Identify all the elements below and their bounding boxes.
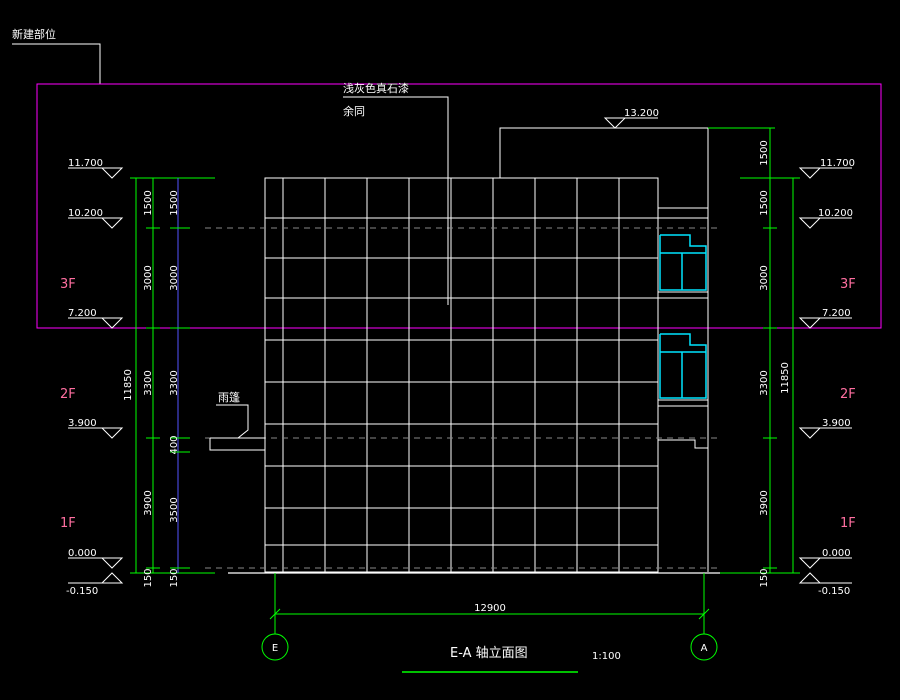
right-dimension-lines [708,127,800,574]
canopy-leader [216,404,249,439]
material-note-leader [343,96,449,305]
right-dim-3300: 3300 [759,370,770,395]
left-dim-1500: 1500 [143,190,154,215]
facade-grid [264,177,659,573]
drawing-scale: 1:100 [592,651,621,662]
left-dim-3000: 3000 [143,265,154,290]
floor-label-1f-left: 1F [60,516,76,531]
left-dim-150: 150 [143,568,154,587]
side-bay [658,207,709,449]
left-inner-dimension-ticks [170,227,190,569]
new-area-leader [12,43,101,84]
right-level-10200: 10.200 [818,208,853,219]
level-marker-top: 13.200 [603,108,659,129]
left-level-3900: 3.900 [68,418,97,429]
svg-text:E: E [272,643,278,654]
floor-label-2f-left: 2F [60,387,76,402]
bottom-dimension-line [269,573,710,634]
right-dim-1500: 1500 [759,190,770,215]
bottom-dim-width: 12900 [474,603,506,614]
left-level-markers [68,167,124,584]
right-level-7200: 7.200 [822,308,851,319]
material-note-line1: 浅灰色真石漆 [343,81,409,95]
canopy-label: 雨篷 [218,390,240,404]
right-dim-150: 150 [759,568,770,587]
svg-text:13.200: 13.200 [624,108,659,119]
left-inner-dim-3000: 3000 [169,265,180,290]
drawing-title: E-A 轴立面图 [450,646,528,661]
floor-dashed-lines [205,227,720,569]
floor-label-3f-right: 3F [840,277,856,292]
floor-label-1f-right: 1F [840,516,856,531]
left-inner-dim-3500: 3500 [169,497,180,522]
left-inner-dim-1500: 1500 [169,190,180,215]
new-area-box [36,83,882,329]
axis-bubble-left: E [261,633,289,661]
window-upper [659,234,707,291]
floor-label-2f-right: 2F [840,387,856,402]
right-level-ground: -0.150 [818,586,850,597]
left-dimension-lines [130,177,215,574]
axis-bubble-right: A [690,633,718,661]
left-inner-dim-400: 400 [169,435,180,454]
new-area-label: 新建部位 [12,27,56,41]
right-level-roof: 11.700 [820,158,855,169]
right-dim-total: 11850 [780,362,791,394]
left-dim-3300: 3300 [143,370,154,395]
right-level-3900: 3.900 [822,418,851,429]
left-inner-dim-3300: 3300 [169,370,180,395]
left-dim-total: 11850 [123,369,134,401]
left-level-7200: 7.200 [68,308,97,319]
left-level-0000: 0.000 [68,548,97,559]
left-level-roof: 11.700 [68,158,103,169]
material-note-line2: 余同 [343,104,365,118]
left-level-10200: 10.200 [68,208,103,219]
svg-text:A: A [701,643,708,654]
window-lower [659,333,707,399]
left-inner-dim-150: 150 [169,568,180,587]
left-level-ground: -0.150 [66,586,98,597]
right-level-0000: 0.000 [822,548,851,559]
floor-label-3f-left: 3F [60,277,76,292]
right-level-markers [798,167,852,584]
right-dim-3000: 3000 [759,265,770,290]
right-dim-1500-top: 1500 [759,140,770,165]
right-dim-3900: 3900 [759,490,770,515]
left-dim-3900: 3900 [143,490,154,515]
canopy-outline [209,437,266,451]
